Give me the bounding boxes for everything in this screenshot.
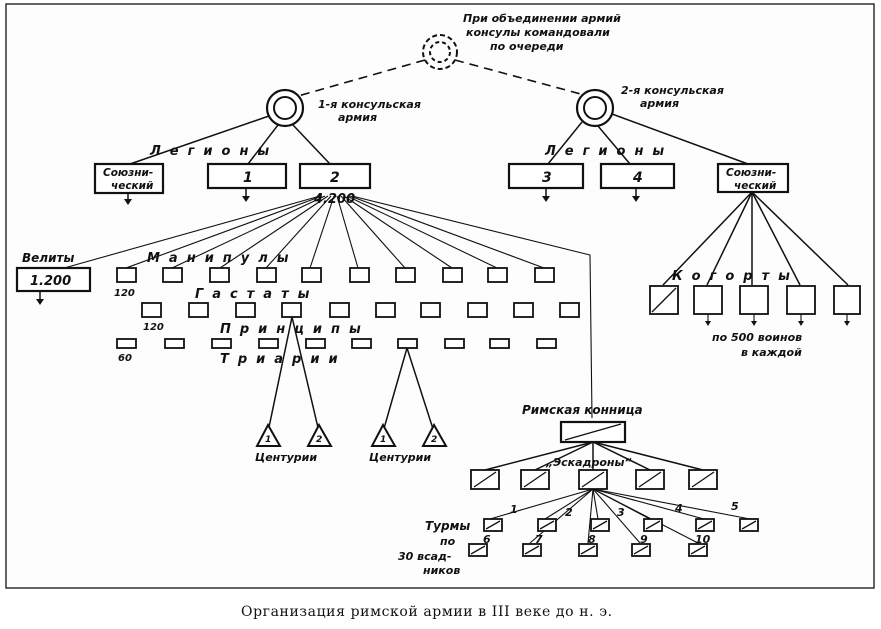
cohort-arrows bbox=[705, 314, 850, 326]
principes-label: Принципы bbox=[220, 322, 370, 337]
turmae-label-line-2: по bbox=[440, 535, 456, 548]
consuls-note-line-3: по очереди bbox=[490, 40, 564, 53]
caption: Организация римской армии в III веке до … bbox=[241, 604, 613, 620]
consuls-note-line-1: При объединении армий bbox=[463, 12, 621, 25]
turmae-label-line-3: 30 всад- bbox=[398, 550, 452, 563]
army1-connectors bbox=[129, 115, 331, 165]
allied-legion-box-army2 bbox=[716, 162, 790, 194]
cohort-boxes bbox=[649, 285, 861, 315]
century-triangle-1-left bbox=[255, 422, 282, 447]
arrow-head bbox=[36, 299, 44, 305]
velites-value: 1.200 bbox=[30, 274, 71, 289]
turma-number-1: 1 bbox=[510, 503, 518, 516]
army1-name-line-2: армия bbox=[338, 111, 377, 124]
cohorts-note-line-1: по 500 воинов bbox=[712, 331, 802, 344]
triarii-number: 60 bbox=[118, 353, 132, 364]
arrow-head bbox=[632, 196, 640, 202]
turma-number-3: 3 bbox=[617, 506, 625, 519]
maniples-label: Манипулы bbox=[147, 251, 298, 266]
consuls-note-line-2: консулы командовали bbox=[466, 26, 610, 39]
legion-4-box bbox=[599, 162, 676, 190]
legion-2-number: 2 bbox=[330, 170, 340, 186]
principes-number: 120 bbox=[143, 322, 164, 333]
century-triangle-2-right bbox=[421, 422, 448, 447]
turma-boxes-row-1 bbox=[483, 518, 759, 532]
squadrons-label: „Эскадроны“ bbox=[545, 456, 632, 469]
turma-number-2: 2 bbox=[565, 506, 573, 519]
turma-connectors bbox=[489, 488, 751, 544]
century-triangle-2-left bbox=[306, 422, 333, 447]
velites-label: Велиты bbox=[22, 251, 74, 265]
legions-label-army2: Легионы bbox=[544, 144, 673, 159]
cavalry-label: Римская конница bbox=[522, 403, 643, 417]
hastati-label: Гастаты bbox=[195, 287, 318, 302]
arrow-head bbox=[242, 196, 250, 202]
army1-node bbox=[265, 88, 305, 128]
hastati-maniples bbox=[116, 267, 555, 283]
turmae-label-line-4: ников bbox=[423, 564, 460, 577]
army2-name-line-1: 2-я консульская bbox=[621, 84, 724, 97]
army2-node bbox=[575, 88, 615, 128]
cohorts-label: Когорты bbox=[672, 269, 799, 284]
diagram-frame bbox=[5, 3, 875, 589]
century-number-2-right: 2 bbox=[431, 435, 437, 445]
legion-2-box bbox=[298, 162, 372, 190]
century-number-1-right: 1 bbox=[380, 435, 386, 445]
legion-3-box bbox=[507, 162, 585, 190]
army2-name-line-2: армия bbox=[640, 97, 679, 110]
century-triangle-1-right bbox=[370, 422, 397, 447]
legions-label-army1: Легионы bbox=[149, 144, 278, 159]
centuries-left-connectors bbox=[267, 316, 320, 433]
velites-box bbox=[15, 266, 92, 293]
turma-number-10: 10 bbox=[695, 533, 711, 546]
legion-4-number: 4 bbox=[632, 170, 643, 186]
allied-legion-box-army1 bbox=[93, 162, 165, 195]
joint-command-node bbox=[422, 34, 458, 70]
allied-label-army1-line-1: Союзни- bbox=[103, 167, 153, 179]
army2-connectors bbox=[547, 113, 749, 165]
turma-number-8: 8 bbox=[588, 533, 596, 546]
triarii-label: Триарии bbox=[220, 352, 347, 367]
legion-2-fan-lines bbox=[49, 195, 593, 419]
turma-number-6: 6 bbox=[483, 533, 491, 546]
century-number-2-left: 2 bbox=[316, 435, 322, 445]
legion-3-number: 3 bbox=[542, 170, 552, 186]
legion-1-number: 1 bbox=[243, 170, 253, 186]
arrow-head bbox=[542, 196, 550, 202]
arrow-head bbox=[124, 199, 132, 205]
cohort-connectors bbox=[662, 191, 849, 286]
dashed-link-army1 bbox=[297, 59, 426, 97]
triarii-maniples bbox=[116, 338, 557, 349]
turma-number-4: 4 bbox=[674, 502, 683, 515]
turma-number-5: 5 bbox=[731, 500, 739, 513]
century-number-1-left: 1 bbox=[265, 435, 271, 445]
dashed-link-army2 bbox=[454, 59, 589, 97]
army1-name-line-1: 1-я консульская bbox=[318, 98, 421, 111]
cohorts-note-line-2: в каждой bbox=[741, 346, 802, 359]
hastati-number: 120 bbox=[114, 288, 135, 299]
allied-label-army2-line-1: Союзни- bbox=[726, 167, 776, 179]
allied-label-army2-line-2: ческий bbox=[734, 180, 777, 192]
turma-boxes-row-2 bbox=[468, 543, 708, 557]
allied-label-army1-line-2: ческий bbox=[111, 180, 154, 192]
turmae-label-line-1: Турмы bbox=[425, 519, 470, 533]
cavalry-box bbox=[559, 420, 627, 444]
centuries-label-left: Центурии bbox=[255, 451, 317, 464]
centuries-right-connectors bbox=[382, 347, 435, 433]
turma-number-9: 9 bbox=[640, 533, 648, 546]
turma-number-7: 7 bbox=[535, 533, 543, 546]
squadron-connectors bbox=[484, 441, 704, 471]
squadron-boxes bbox=[470, 469, 718, 490]
legion-1-box bbox=[206, 162, 288, 190]
principes-maniples bbox=[141, 302, 580, 318]
centuries-label-right: Центурии bbox=[369, 451, 431, 464]
